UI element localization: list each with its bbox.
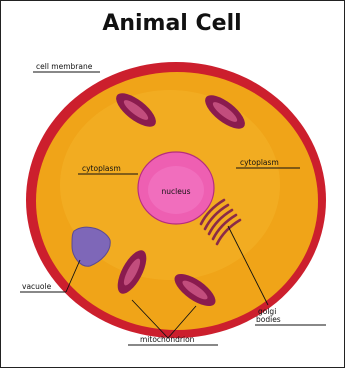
page-title: Animal Cell xyxy=(102,11,241,36)
label-vacuole: vacuole xyxy=(22,282,52,291)
label-nucleus: nucleus xyxy=(162,187,191,196)
label-mitochondrion: mitochondrion xyxy=(140,335,195,344)
label-cytoplasm-right: cytoplasm xyxy=(240,158,279,167)
label-golgi-bodies: bodies xyxy=(256,315,281,324)
label-cytoplasm-left: cytoplasm xyxy=(82,164,121,173)
label-cell-membrane: cell membrane xyxy=(36,62,93,71)
